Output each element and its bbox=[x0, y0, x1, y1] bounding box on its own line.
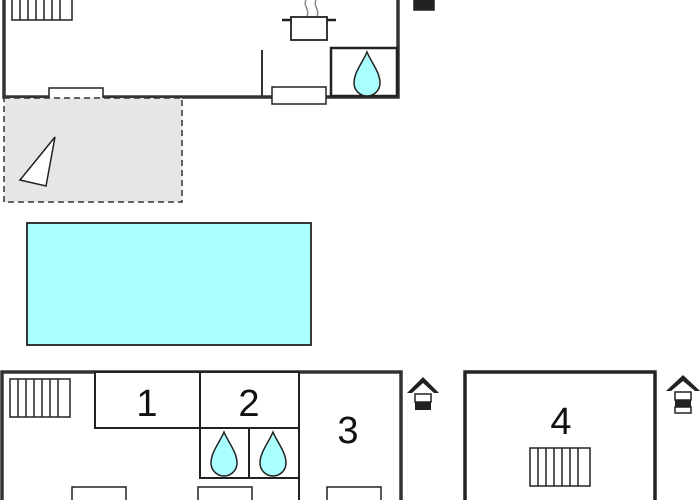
swimming-pool bbox=[26, 222, 312, 346]
sunshade-icon bbox=[18, 136, 56, 187]
terrace bbox=[3, 97, 183, 203]
window-icon bbox=[271, 86, 327, 105]
window-icon bbox=[197, 486, 253, 500]
entrance-arrow-icon bbox=[666, 375, 700, 414]
radiator-icon bbox=[9, 378, 71, 418]
separate-building: 4 bbox=[463, 370, 700, 500]
room-label-3: 3 bbox=[337, 410, 358, 452]
entrance-arrow-icon bbox=[413, 0, 435, 11]
window-icon bbox=[71, 486, 127, 500]
upper-building bbox=[2, 0, 435, 106]
entrance-arrow-icon bbox=[406, 376, 440, 411]
room-label-4: 4 bbox=[550, 401, 571, 443]
cooking-pot-icon bbox=[282, 0, 336, 41]
window-icon bbox=[326, 486, 382, 500]
lower-building: 1 2 3 bbox=[0, 370, 440, 500]
room-label-2: 2 bbox=[238, 383, 259, 425]
radiator-icon bbox=[529, 447, 591, 487]
room-label-1: 1 bbox=[136, 383, 157, 425]
radiator-icon bbox=[11, 0, 73, 21]
